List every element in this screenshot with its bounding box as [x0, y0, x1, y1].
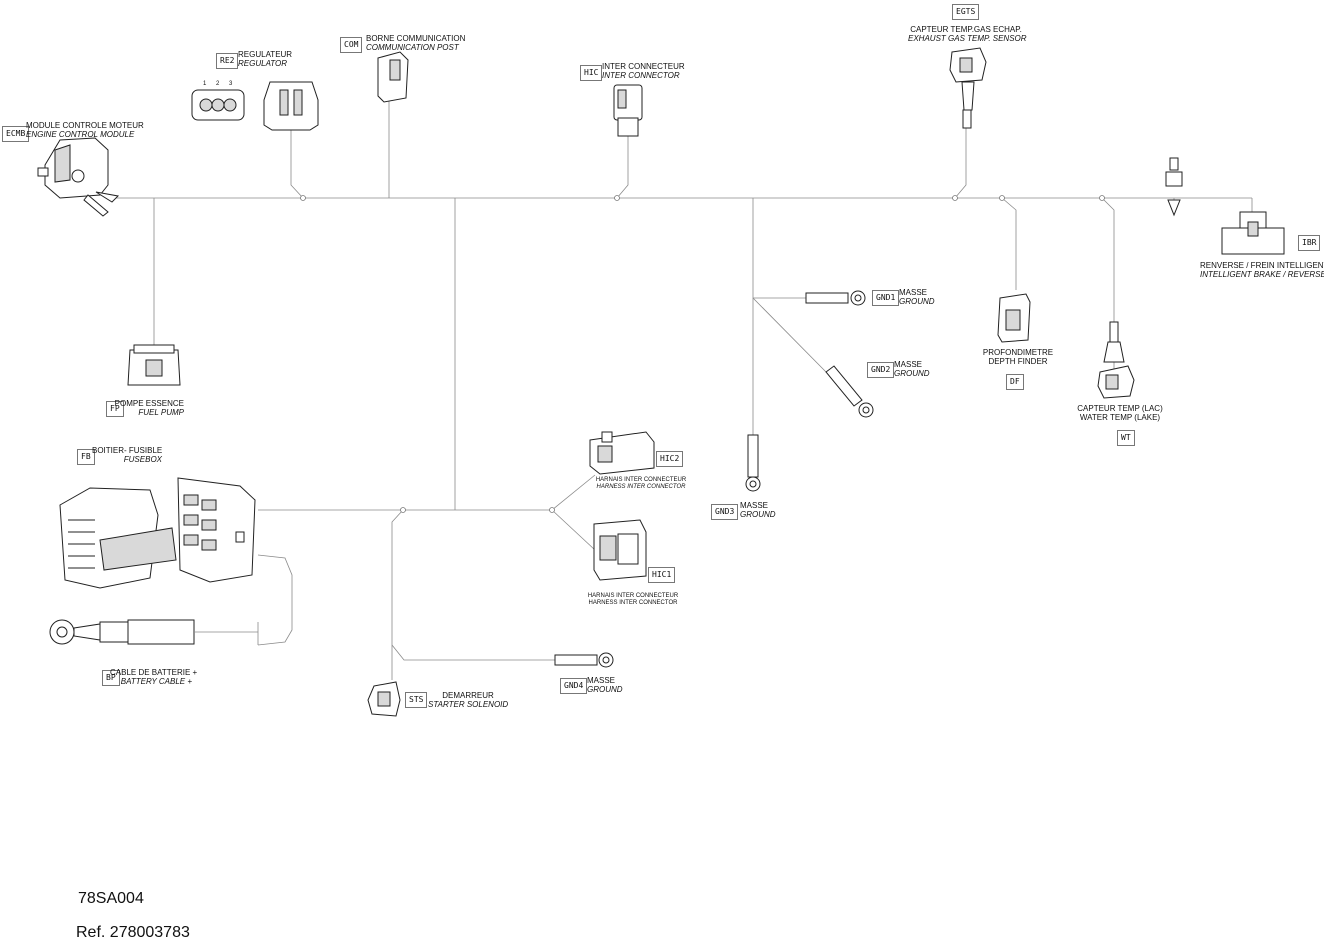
starter-solenoid-part	[367, 681, 401, 717]
re2-label: REGULATEUR REGULATOR	[238, 50, 292, 68]
hic-label-fr: INTER CONNECTEUR	[602, 62, 685, 71]
gnd2-label: MASSE GROUND	[894, 360, 930, 378]
df-label-fr: PROFONDIMETRE	[982, 348, 1054, 357]
engine-control-module-part	[37, 137, 120, 217]
hic2-label-en: HARNESS INTER CONNECTOR	[596, 484, 686, 490]
ground-2-part	[825, 365, 874, 418]
ibr-code: IBR	[1298, 235, 1321, 251]
hic1-label-fr: HARNAIS INTER CONNECTEUR	[587, 593, 679, 599]
fp-label-en: FUEL PUMP	[138, 408, 184, 417]
hic1-label-en: HARNESS INTER CONNECTOR	[588, 600, 678, 606]
bp-label-fr: CABLE DE BATTERIE +	[110, 668, 198, 677]
battery-cable-part	[49, 619, 259, 645]
harness-inter-connector-1-part	[593, 519, 647, 581]
re2-pin-3: 3	[229, 81, 233, 87]
gnd1-label-fr: MASSE	[899, 288, 928, 297]
wt-label: CAPTEUR TEMP (LAC) WATER TEMP (LAKE)	[1062, 404, 1178, 422]
fp-code: FP	[106, 401, 124, 417]
inter-connector-part	[613, 84, 643, 137]
egts-label-fr: CAPTEUR TEMP.GAS ECHAP.	[910, 25, 1022, 34]
gnd4-label-fr: MASSE	[587, 676, 616, 685]
ibr-label-fr: RENVERSE / FREIN INTELLIGENT	[1200, 261, 1324, 270]
gnd4-code: GND4	[560, 678, 588, 694]
fuel-pump-part	[127, 344, 181, 386]
gnd2-label-fr: MASSE	[894, 360, 923, 369]
harness-wires	[110, 100, 1253, 680]
gnd4-label: MASSE GROUND	[587, 676, 623, 694]
ground-1-part	[805, 290, 866, 306]
re2-label-fr: REGULATEUR	[238, 50, 293, 59]
wt-label-fr: CAPTEUR TEMP (LAC)	[1077, 404, 1163, 413]
hic-label: INTER CONNECTEUR INTER CONNECTOR	[602, 62, 685, 80]
fb-label: BOITIER- FUSIBLE FUSEBOX	[92, 446, 162, 464]
gnd1-code: GND1	[872, 290, 900, 306]
re2-code: RE2	[216, 53, 239, 69]
hic-label-en: INTER CONNECTOR	[602, 71, 680, 80]
df-code: DF	[1006, 374, 1024, 390]
ibr-label: RENVERSE / FREIN INTELLIGENT INTELLIGENT…	[1200, 261, 1324, 279]
regulator-part	[191, 81, 319, 131]
wt-code: WT	[1117, 430, 1135, 446]
communication-post-part	[377, 51, 409, 103]
bp-label: CABLE DE BATTERIE + BATTERY CABLE +	[110, 668, 198, 686]
ecm-label-en: ENGINE CONTROL MODULE	[26, 130, 135, 139]
fb-label-fr: BOITIER- FUSIBLE	[92, 446, 163, 455]
ecm-label: MODULE CONTROLE MOTEUR ENGINE CONTROL MO…	[26, 121, 144, 139]
depth-finder-part	[997, 293, 1031, 343]
sts-code: STS	[405, 692, 428, 708]
harness-inter-connector-2-part	[589, 431, 655, 475]
gnd2-code: GND2	[867, 362, 895, 378]
gnd3-label: MASSE GROUND	[740, 501, 776, 519]
inline-sensor-part	[1165, 157, 1183, 217]
egts-label-en: EXHAUST GAS TEMP. SENSOR	[908, 34, 1027, 43]
re2-pin-1: 1	[203, 81, 207, 87]
bp-label-en: BATTERY CABLE +	[120, 677, 192, 686]
re2-label-en: REGULATOR	[238, 59, 288, 68]
gnd3-label-en: GROUND	[740, 510, 776, 519]
gnd2-label-en: GROUND	[894, 369, 930, 378]
egts-code: EGTS	[952, 4, 980, 20]
fusebox-part	[59, 477, 256, 589]
re2-pin-2: 2	[216, 81, 220, 87]
gnd1-label-en: GROUND	[899, 297, 935, 306]
drawing-id: 78SA004	[78, 890, 144, 907]
water-temp-sensor-part	[1097, 321, 1135, 399]
ibr-label-en: INTELLIGENT BRAKE / REVERSE	[1200, 270, 1324, 279]
egts-label: CAPTEUR TEMP.GAS ECHAP. EXHAUST GAS TEMP…	[908, 25, 1027, 43]
ground-3-part	[745, 434, 761, 492]
ecm-code: ECMB	[2, 126, 30, 142]
df-label: PROFONDIMETRE DEPTH FINDER	[966, 348, 1070, 366]
fp-label: POMPE ESSENCE FUEL PUMP	[110, 399, 184, 417]
com-label-fr: BORNE COMMUNICATION	[366, 34, 466, 43]
exhaust-gas-temp-sensor-part	[949, 47, 987, 129]
df-label-en: DEPTH FINDER	[988, 357, 1048, 366]
com-code: COM	[340, 37, 363, 53]
wt-label-en: WATER TEMP (LAKE)	[1079, 413, 1161, 422]
gnd3-code: GND3	[711, 504, 739, 520]
hic2-label: HARNAIS INTER CONNECTEUR HARNESS INTER C…	[586, 477, 696, 491]
sts-label-fr: DEMARREUR	[442, 691, 494, 700]
hic2-code: HIC2	[656, 451, 684, 467]
fb-code: FB	[77, 449, 95, 465]
gnd4-label-en: GROUND	[587, 685, 623, 694]
hic-code: HIC	[580, 65, 603, 81]
com-label-en: COMMUNICATION POST	[366, 43, 459, 52]
fb-label-en: FUSEBOX	[123, 455, 162, 464]
gnd3-label-fr: MASSE	[740, 501, 769, 510]
hic1-code: HIC1	[648, 567, 676, 583]
reference-number: Ref. 278003783	[76, 924, 190, 941]
gnd1-label: MASSE GROUND	[899, 288, 935, 306]
bp-code: BP	[102, 670, 120, 686]
fp-label-fr: POMPE ESSENCE	[114, 399, 184, 408]
intelligent-brake-reverse-part	[1221, 211, 1285, 255]
hic2-label-fr: HARNAIS INTER CONNECTEUR	[595, 477, 687, 483]
ecm-label-fr: MODULE CONTROLE MOTEUR	[26, 121, 144, 130]
ground-4-part	[554, 652, 614, 668]
com-label: BORNE COMMUNICATION COMMUNICATION POST	[366, 34, 465, 52]
hic1-label: HARNAIS INTER CONNECTEUR HARNESS INTER C…	[578, 593, 688, 607]
sts-label: DEMARREUR STARTER SOLENOID	[428, 691, 508, 709]
sts-label-en: STARTER SOLENOID	[428, 700, 509, 709]
